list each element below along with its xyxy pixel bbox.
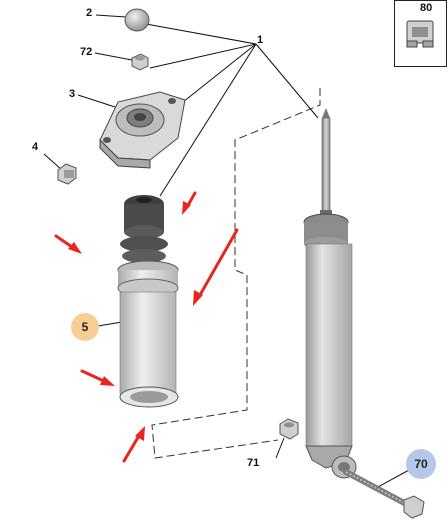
bolt-icon <box>57 163 77 185</box>
leader-lines-part-1 <box>145 23 319 197</box>
part-label-80: 80 <box>420 2 433 14</box>
assembly-dashed-outline <box>151 88 321 459</box>
cap-icon <box>124 8 150 32</box>
part-label-5: 5 <box>71 313 99 341</box>
leader-lines <box>43 14 410 488</box>
nut-icon <box>279 418 299 440</box>
top-mount-icon <box>99 91 186 169</box>
red-arrows <box>54 191 239 463</box>
dust-boot-icon <box>117 260 179 408</box>
bump-stop-icon <box>120 195 168 263</box>
part-label-1: 1 <box>257 34 264 46</box>
part-label-71: 71 <box>247 457 260 469</box>
clip-icon <box>406 20 434 48</box>
part-label-2: 2 <box>86 7 93 19</box>
part-label-70: 70 <box>406 449 436 479</box>
shock-absorber-icon <box>303 108 357 479</box>
nut-icon <box>131 53 149 71</box>
part-label-3: 3 <box>69 88 76 100</box>
part-label-72: 72 <box>80 46 93 58</box>
bolt-icon <box>343 469 425 519</box>
inset-clip-panel <box>394 0 447 67</box>
part-label-4: 4 <box>32 141 39 153</box>
